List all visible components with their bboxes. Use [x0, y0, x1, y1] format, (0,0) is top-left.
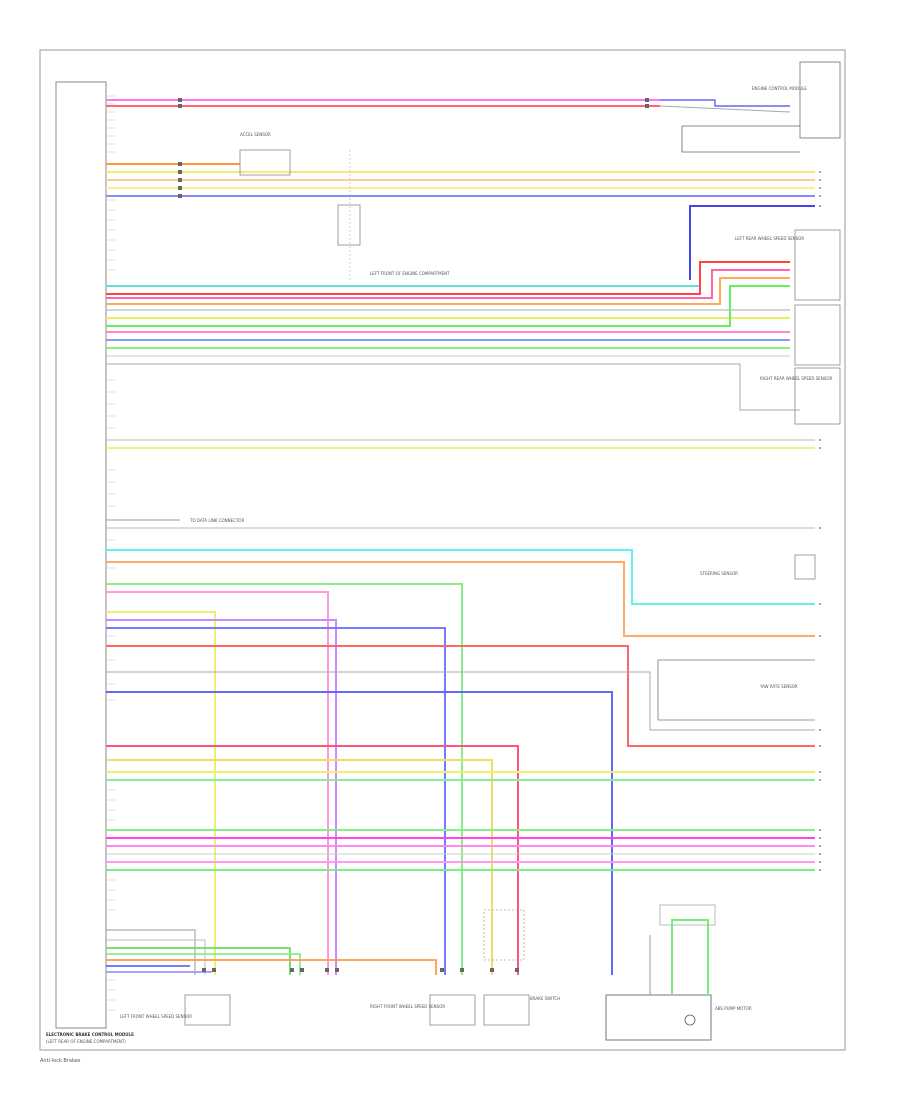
- steer-sensor-label: STEERING SENSOR: [700, 571, 738, 576]
- wire-red-c: [106, 645, 815, 747]
- terminal-dots-right: [819, 171, 821, 871]
- wire-gray-g: [106, 671, 815, 731]
- wire-blue-top: [660, 99, 790, 107]
- diagram-footer: Anti-lock Brakes: [40, 1058, 81, 1064]
- wire-pink-c: [106, 591, 329, 975]
- wire-purple-c: [106, 619, 337, 975]
- main-module-box: [55, 81, 107, 1029]
- wires-top: [106, 99, 815, 280]
- accel-sensor-box: [239, 149, 291, 176]
- wire-blue-c: [106, 627, 446, 975]
- wire-yellow-c: [106, 611, 216, 975]
- wire-red-a: [106, 261, 790, 295]
- connector-markers: [178, 98, 649, 972]
- right-lower-bracket: [657, 659, 815, 721]
- wires-mid-upper: [106, 261, 800, 411]
- rf-wheel-sensor-label: RIGHT FRONT WHEEL SPEED SENSOR: [370, 1004, 445, 1009]
- right-mid-box-2: [794, 304, 841, 366]
- main-module-label: ELECTRONIC BRAKE CONTROL MODULE: [46, 1032, 134, 1037]
- rf-wheel-sensor-box: [429, 994, 476, 1026]
- wire-blue-riser: [689, 205, 815, 280]
- yaw-sensor-label: YAW RATE SENSOR: [759, 684, 798, 689]
- ground-point-label: LEFT FRONT OF ENGINE COMPARTMENT: [370, 271, 450, 276]
- wire-cyan-b: [106, 549, 815, 605]
- lf-wheel-sensor-label: LEFT FRONT WHEEL SPEED SENSOR: [120, 1014, 192, 1019]
- brake-switch-label: BRAKE SWITCH: [530, 996, 560, 1001]
- brake-fuse-box: [483, 909, 525, 961]
- wire-orange-a: [106, 277, 790, 305]
- pump-motor-icon: [684, 1014, 696, 1026]
- top-right-module-box: [799, 61, 841, 139]
- wire-green-a: [106, 285, 790, 327]
- to-data-link-label: TO DATA LINK CONNECTOR: [189, 518, 245, 523]
- accel-sensor-label: ACCEL SENSOR: [240, 132, 271, 137]
- wires-mid: [106, 439, 815, 529]
- main-module-pins: [106, 95, 116, 1011]
- rr-wheel-sensor-label: RIGHT REAR WHEEL SPEED SENSOR: [760, 376, 832, 381]
- lr-wheel-sensor-label: LEFT REAR WHEEL SPEED SENSOR: [735, 236, 804, 241]
- pump-motor-label: ABS PUMP MOTOR: [715, 1006, 752, 1011]
- wires-bottom-sensors: [106, 929, 437, 975]
- wire-red-d: [106, 745, 519, 975]
- wire-gray-top: [659, 105, 791, 113]
- top-right-module-label: ENGINE CONTROL MODULE: [752, 86, 807, 91]
- lf-wheel-sensor-box: [184, 994, 231, 1026]
- steer-sensor-box: [794, 554, 816, 580]
- lr-wheel-sensor-box: [794, 229, 841, 301]
- diagram-border: [39, 49, 846, 1051]
- ground-relay-box: [337, 204, 361, 246]
- pump-relay-box: [659, 904, 716, 926]
- main-module-sublabel: (LEFT REAR OF ENGINE COMPARTMENT): [46, 1039, 126, 1044]
- wire-pink-a: [106, 269, 790, 299]
- pump-relay-wires: [649, 919, 709, 995]
- wire-gray-c: [106, 363, 800, 411]
- rr-wheel-sensor-box: [794, 367, 841, 425]
- top-right-bracket: [681, 125, 800, 153]
- wires-lower: [106, 549, 815, 975]
- wire-blue-d: [106, 691, 613, 975]
- wire-green-c: [106, 583, 463, 975]
- wires-bottom: [106, 829, 815, 871]
- wire-yellow-d: [106, 759, 493, 975]
- brake-switch-box: [483, 994, 530, 1026]
- wire-orange-b: [106, 561, 815, 637]
- pump-motor-box: [605, 994, 712, 1041]
